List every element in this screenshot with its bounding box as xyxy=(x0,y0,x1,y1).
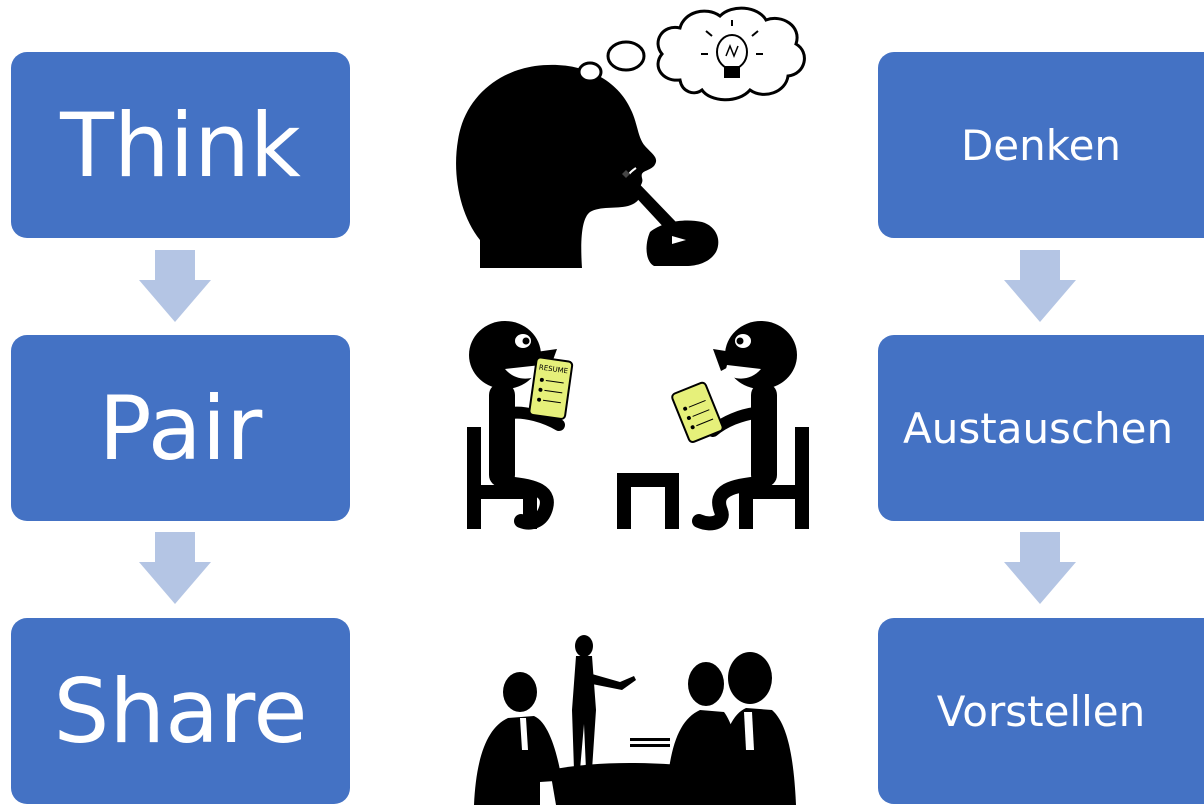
pair-discussion-icon: RESUME xyxy=(445,315,815,535)
step-vorstellen-box: Vorstellen xyxy=(878,618,1204,804)
step-austauschen-label: Austauschen xyxy=(903,403,1174,453)
step-share-box: Share xyxy=(11,618,350,804)
step-denken-box: Denken xyxy=(878,52,1204,238)
step-pair-label: Pair xyxy=(98,376,263,480)
step-denken-label: Denken xyxy=(960,120,1122,170)
step-think-box: Think xyxy=(11,52,350,238)
arrow-down-icon xyxy=(139,532,211,604)
arrow-down-icon xyxy=(139,250,211,322)
step-austauschen-box: Austauschen xyxy=(878,335,1204,521)
arrow-down-icon xyxy=(1004,532,1076,604)
step-pair-box: Pair xyxy=(11,335,350,521)
step-vorstellen-label: Vorstellen xyxy=(936,686,1146,736)
step-think-label: Think xyxy=(60,93,301,197)
step-share-label: Share xyxy=(53,659,308,763)
group-presentation-icon xyxy=(460,620,800,805)
thinking-person-icon xyxy=(440,0,820,270)
arrow-down-icon xyxy=(1004,250,1076,322)
